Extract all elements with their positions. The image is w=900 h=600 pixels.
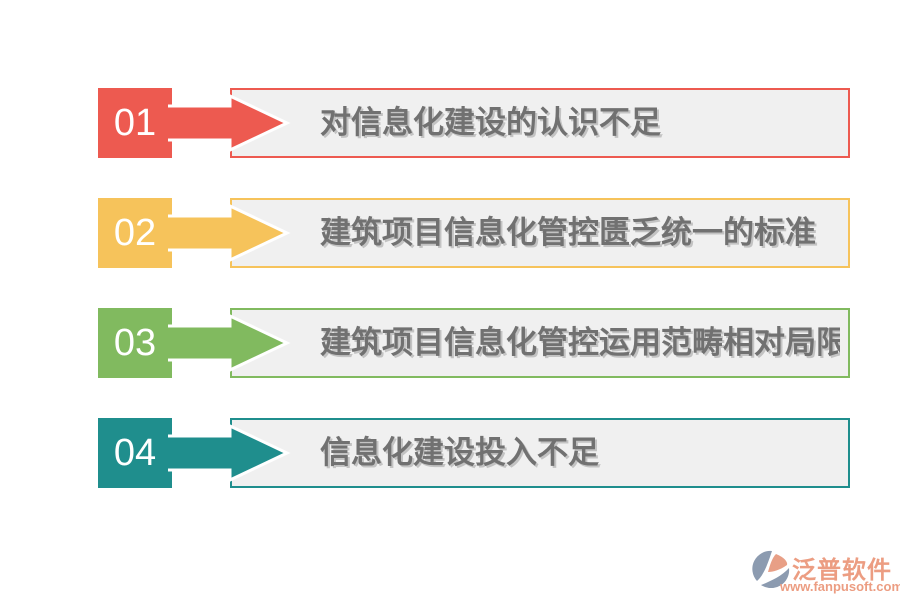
banner: 建筑项目信息化管控运用范畴相对局限	[230, 308, 850, 378]
banner: 信息化建设投入不足	[230, 418, 850, 488]
list-item: 04 信息化建设投入不足	[0, 418, 900, 488]
banner-label: 信息化建设投入不足	[320, 435, 599, 470]
watermark-logo: 泛普软件 www.fanpusoft.com	[750, 548, 900, 596]
arrow-right-icon	[168, 313, 291, 373]
arrow-right-icon	[168, 203, 291, 263]
number-badge: 03	[98, 308, 172, 378]
logo-url: www.fanpusoft.com	[780, 579, 900, 594]
fanpu-logo-icon	[752, 550, 790, 588]
banner-label: 建筑项目信息化管控运用范畴相对局限	[320, 325, 840, 360]
banner-label: 对信息化建设的认识不足	[320, 105, 661, 140]
number-badge: 02	[98, 198, 172, 268]
list-item: 01 对信息化建设的认识不足	[0, 88, 900, 158]
banner-label: 建筑项目信息化管控匮乏统一的标准	[320, 215, 816, 250]
number-badge: 01	[98, 88, 172, 158]
list-item: 02 建筑项目信息化管控匮乏统一的标准	[0, 198, 900, 268]
number-badge: 04	[98, 418, 172, 488]
list-item: 03 建筑项目信息化管控运用范畴相对局限	[0, 308, 900, 378]
banner: 对信息化建设的认识不足	[230, 88, 850, 158]
arrow-right-icon	[168, 423, 291, 483]
logo-name: 泛普软件	[792, 557, 892, 584]
arrow-right-icon	[168, 93, 291, 153]
banner: 建筑项目信息化管控匮乏统一的标准	[230, 198, 850, 268]
